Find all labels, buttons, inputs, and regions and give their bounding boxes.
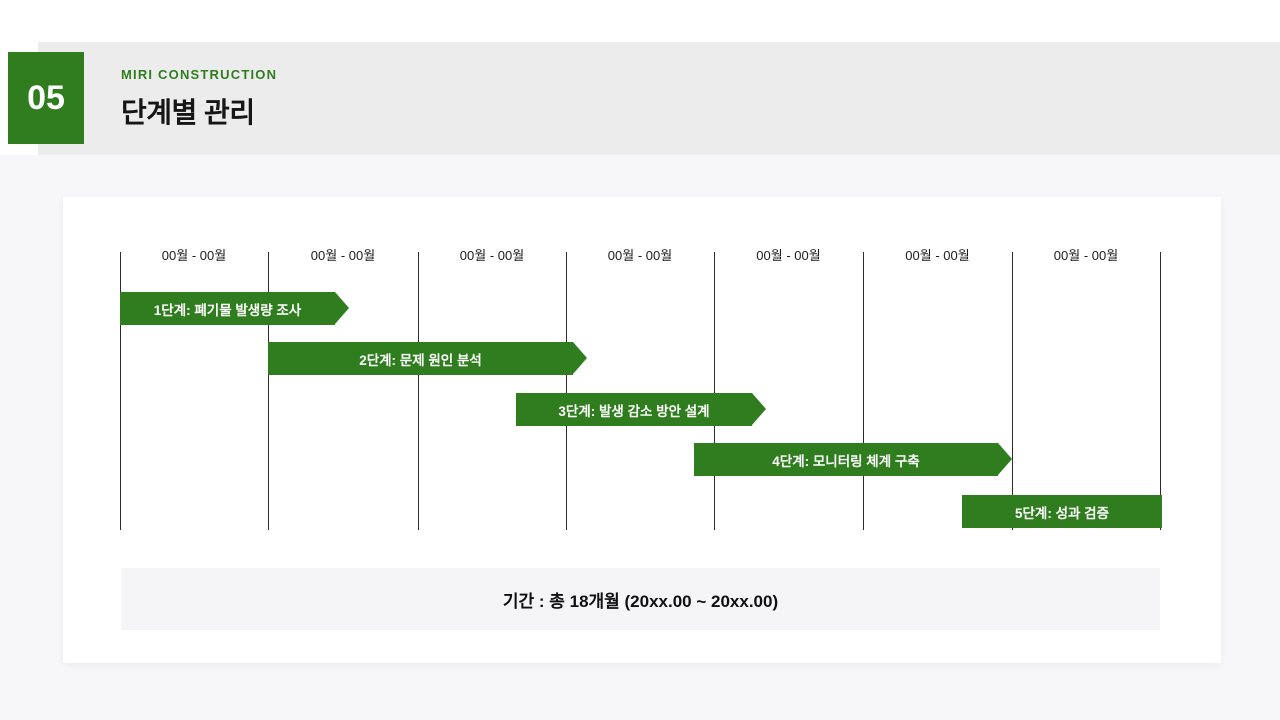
arrow-tip [752,393,766,425]
grid-line [120,252,121,530]
gantt-bar-phase-4: 4단계: 모니터링 체계 구축 [694,443,1012,476]
grid-line [418,252,419,530]
arrow-tip [998,443,1012,475]
duration-bar: 기간 : 총 18개월 (20xx.00 ~ 20xx.00) [121,568,1160,630]
grid-line [268,252,269,530]
gantt-bar-phase-1: 1단계: 폐기물 발생량 조사 [120,292,349,325]
gantt-bar-label: 4단계: 모니터링 체계 구축 [772,453,920,469]
gantt-bar-label: 1단계: 폐기물 발생량 조사 [153,302,302,318]
timeline-column-header: 00월 - 00월 [161,248,227,263]
timeline-column-header: 00월 - 00월 [756,248,821,263]
slide-number-badge: 05 [8,52,84,144]
page-title: 단계별 관리 [121,97,255,128]
arrow-tip [573,342,587,374]
duration-text: 기간 : 총 18개월 (20xx.00 ~ 20xx.00) [502,591,779,611]
timeline-column-header: 00월 - 00월 [310,248,376,263]
grid-line [1012,252,1013,530]
arrow-tip [335,292,349,324]
slide-header: MIRI CONSTRUCTION 단계별 관리 [121,67,277,131]
timeline-card: 00월 - 00월 00월 - 00월 00월 - 00월 00월 - 00월 … [63,197,1221,663]
company-name: MIRI CONSTRUCTION [121,67,278,82]
gantt-bar-phase-2: 2단계: 문제 원인 분석 [268,342,587,375]
gantt-bar-label: 3단계: 발생 감소 방안 설계 [558,403,710,419]
gantt-bar-phase-5: 5단계: 성과 검증 [962,495,1162,528]
gantt-bar-phase-3: 3단계: 발생 감소 방안 설계 [516,393,766,426]
grid-line [1160,252,1161,530]
grid-line [566,252,567,530]
timeline-column-header: 00월 - 00월 [607,248,673,263]
timeline-column-header: 00월 - 00월 [905,248,970,263]
gantt-bar-label: 2단계: 문제 원인 분석 [359,352,482,368]
grid-line [863,252,864,530]
grid-line [714,252,715,530]
timeline-column-header: 00월 - 00월 [459,248,525,263]
header-band [38,42,1280,155]
gantt-bar-label: 5단계: 성과 검증 [1014,505,1110,521]
timeline-column-header: 00월 - 00월 [1053,248,1119,263]
